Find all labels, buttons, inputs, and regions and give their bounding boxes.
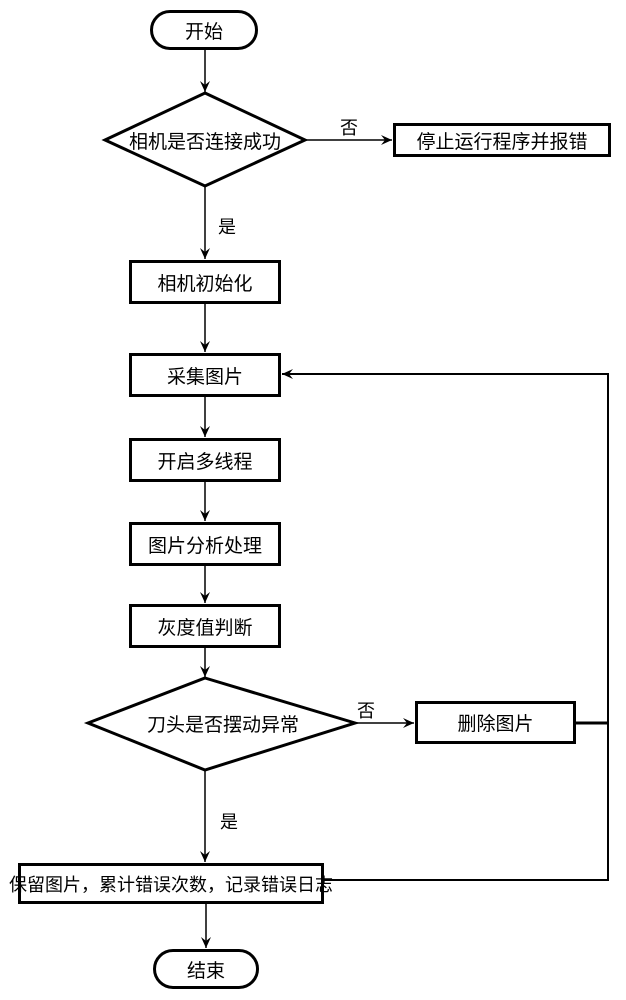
start-label: 开始 [184, 20, 223, 43]
gray-judge-label: 灰度值判断 [157, 616, 253, 639]
delete-image-label: 删除图片 [457, 713, 534, 735]
camera-init-node: 相机初始化 [129, 260, 281, 304]
end-node: 结束 [153, 949, 259, 989]
gray-judge-node: 灰度值判断 [129, 604, 281, 648]
decision-camera-text: 相机是否连接成功 [128, 130, 281, 153]
image-analysis-node: 图片分析处理 [129, 522, 281, 566]
no-label-2: 否 [357, 701, 375, 722]
yes-label-2: 是 [220, 812, 238, 833]
start-node: 开始 [150, 10, 258, 50]
stop-error-label: 停止运行程序并报错 [416, 130, 588, 153]
decision-blade-text: 刀头是否摆动异常 [146, 713, 299, 736]
collect-image-label: 采集图片 [166, 365, 243, 388]
keep-image-label: 保留图片，累计错误次数，记录错误日志 [9, 874, 333, 896]
image-analysis-label: 图片分析处理 [147, 534, 262, 557]
collect-image-node: 采集图片 [129, 353, 281, 397]
start-threads-node: 开启多线程 [129, 438, 281, 482]
delete-image-node: 删除图片 [415, 701, 576, 744]
start-threads-label: 开启多线程 [157, 450, 253, 473]
end-label: 结束 [186, 959, 225, 982]
no-label-1: 否 [340, 118, 358, 139]
loop-back-line [282, 369, 609, 881]
stop-error-node: 停止运行程序并报错 [393, 123, 611, 157]
yes-label-1: 是 [218, 217, 236, 238]
camera-init-label: 相机初始化 [157, 272, 253, 295]
keep-image-node: 保留图片，累计错误次数，记录错误日志 [9, 863, 333, 904]
